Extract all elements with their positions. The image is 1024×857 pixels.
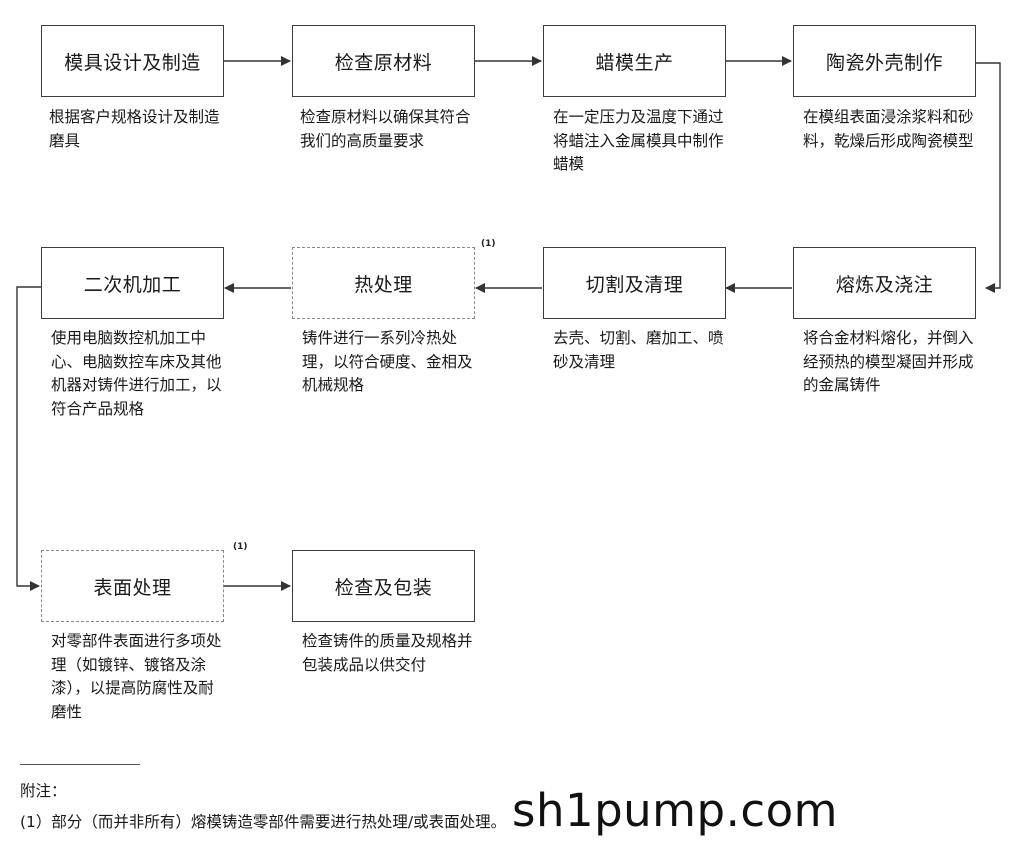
step-title: 热处理 <box>354 273 413 296</box>
step-description: 去壳、切割、磨加工、喷砂及清理 <box>553 329 724 371</box>
step-title: 陶瓷外壳制作 <box>825 51 943 74</box>
step-title: 检查及包装 <box>334 576 433 599</box>
step-description: 铸件进行一系列冷热处理，以符合硬度、金相及机械规格 <box>302 329 473 394</box>
watermark: sh1pump.com <box>512 784 838 837</box>
step-description: 对零部件表面进行多项处理（如镀锌、镀铬及涂漆），以提高防腐性及耐磨性 <box>51 632 222 721</box>
arrow-step8-to-step9 <box>16 286 41 591</box>
step-title: 蜡模生产 <box>595 51 674 74</box>
step-box-melting-pouring: 熔炼及浇注 <box>793 247 976 319</box>
footnote-marker: (1) <box>233 542 248 552</box>
arrow-step4-to-step5 <box>976 62 1001 293</box>
footnote-text: (1）部分（而并非所有）熔模铸造零部件需要进行热处理/或表面处理。 <box>20 813 507 831</box>
step-title: 熔炼及浇注 <box>835 273 934 296</box>
footnote-divider <box>20 764 140 765</box>
step-description: 使用电脑数控机加工中心、电脑数控车床及其他机器对铸件进行加工，以符合产品规格 <box>51 329 222 418</box>
step-box-ceramic-shell: 陶瓷外壳制作 <box>793 25 976 97</box>
step-box-surface-treatment: 表面处理 <box>41 550 224 622</box>
step-description: 检查原材料以确保其符合我们的高质量要求 <box>300 108 471 150</box>
footnote-marker: (1) <box>481 239 496 249</box>
step-box-inspection-packaging: 检查及包装 <box>292 550 475 622</box>
step-description: 在模组表面浸涂浆料和砂料，乾燥后形成陶瓷模型 <box>803 108 974 150</box>
step-box-wax-pattern: 蜡模生产 <box>543 25 726 97</box>
step-description: 检查铸件的质量及规格并包装成品以供交付 <box>302 632 473 674</box>
step-title: 切割及清理 <box>585 273 684 296</box>
step-box-mold-design: 模具设计及制造 <box>41 25 224 97</box>
step-box-heat-treatment: 热处理 <box>292 247 475 319</box>
step-box-raw-material-inspection: 检查原材料 <box>292 25 475 97</box>
step-title: 表面处理 <box>93 576 172 599</box>
step-description: 在一定压力及温度下通过将蜡注入金属模具中制作蜡模 <box>553 108 724 173</box>
step-box-secondary-machining: 二次机加工 <box>41 247 224 319</box>
step-description: 将合金材料熔化，并倒入经预热的模型凝固并形成的金属铸件 <box>803 329 974 394</box>
step-title: 二次机加工 <box>83 273 182 296</box>
footnote-heading: 附注： <box>20 782 67 800</box>
step-description: 根据客户规格设计及制造磨具 <box>49 108 220 150</box>
step-box-cutting-cleaning: 切割及清理 <box>543 247 726 319</box>
step-title: 检查原材料 <box>334 51 433 74</box>
step-title: 模具设计及制造 <box>64 51 201 74</box>
